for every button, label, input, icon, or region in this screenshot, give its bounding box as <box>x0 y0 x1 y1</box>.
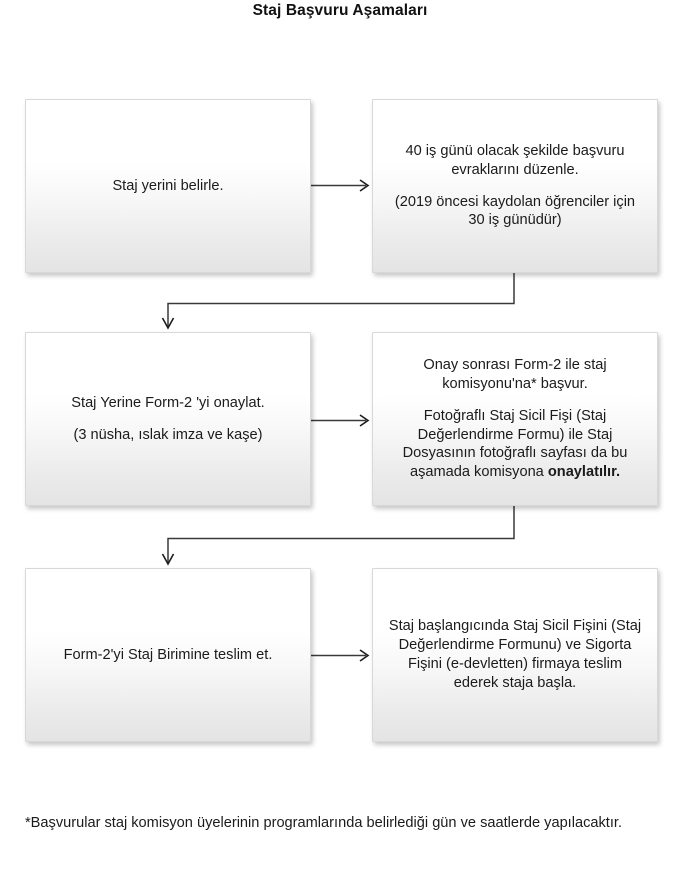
edge-n5-n6 <box>311 649 370 662</box>
flow-node-text: Staj yerini belirle. <box>112 177 224 194</box>
flow-node-subtext-body: Fotoğraflı Staj Sicil Fişi (Staj Değerle… <box>402 407 628 481</box>
edge-n3-n4 <box>311 414 370 427</box>
flow-node-staj-birimine-teslim[interactable]: Form-2'yi Staj Birimine teslim et. <box>25 568 311 742</box>
flow-node-text: Staj başlangıcında Staj Sicil Fişini (St… <box>388 618 642 691</box>
flow-node-subtext: (2019 öncesi kaydolan öğrenciler için 30… <box>394 193 636 229</box>
edge-n1-n2 <box>311 179 370 192</box>
flow-node-text: Form-2'yi Staj Birimine teslim et. <box>63 646 273 663</box>
flow-node-form2-onaylat[interactable]: Staj Yerine Form-2 'yi onaylat. (3 nüsha… <box>25 332 311 506</box>
flow-node-subtext: (3 nüsha, ıslak imza ve kaşe) <box>73 426 263 443</box>
flow-node-subtext-emphasis: onaylatılır. <box>547 464 621 481</box>
flow-node-komisyona-basvur[interactable]: Onay sonrası Form-2 ile staj komisyonu'n… <box>372 332 658 506</box>
flow-node-subtext: Fotoğraflı Staj Sicil Fişi (Staj Değerle… <box>385 407 645 483</box>
footnote-text: *Başvurular staj komisyon üyelerinin pro… <box>25 815 623 831</box>
flow-node-basvuru-evraklari[interactable]: 40 iş günü olacak şekilde başvuru evrakl… <box>372 99 658 273</box>
page-title: Staj Başvuru Aşamaları <box>252 2 428 19</box>
flow-node-text: 40 iş günü olacak şekilde başvuru evrakl… <box>405 142 625 178</box>
flow-node-text: Onay sonrası Form-2 ile staj komisyonu'n… <box>423 356 607 392</box>
flow-node-staj-yerini-belirle[interactable]: Staj yerini belirle. <box>25 99 311 273</box>
flow-node-staja-basla[interactable]: Staj başlangıcında Staj Sicil Fişini (St… <box>372 568 658 742</box>
edge-n4-n5 <box>161 506 515 566</box>
edge-n2-n3 <box>161 273 515 330</box>
flow-node-text: Staj Yerine Form-2 'yi onaylat. <box>71 394 265 411</box>
